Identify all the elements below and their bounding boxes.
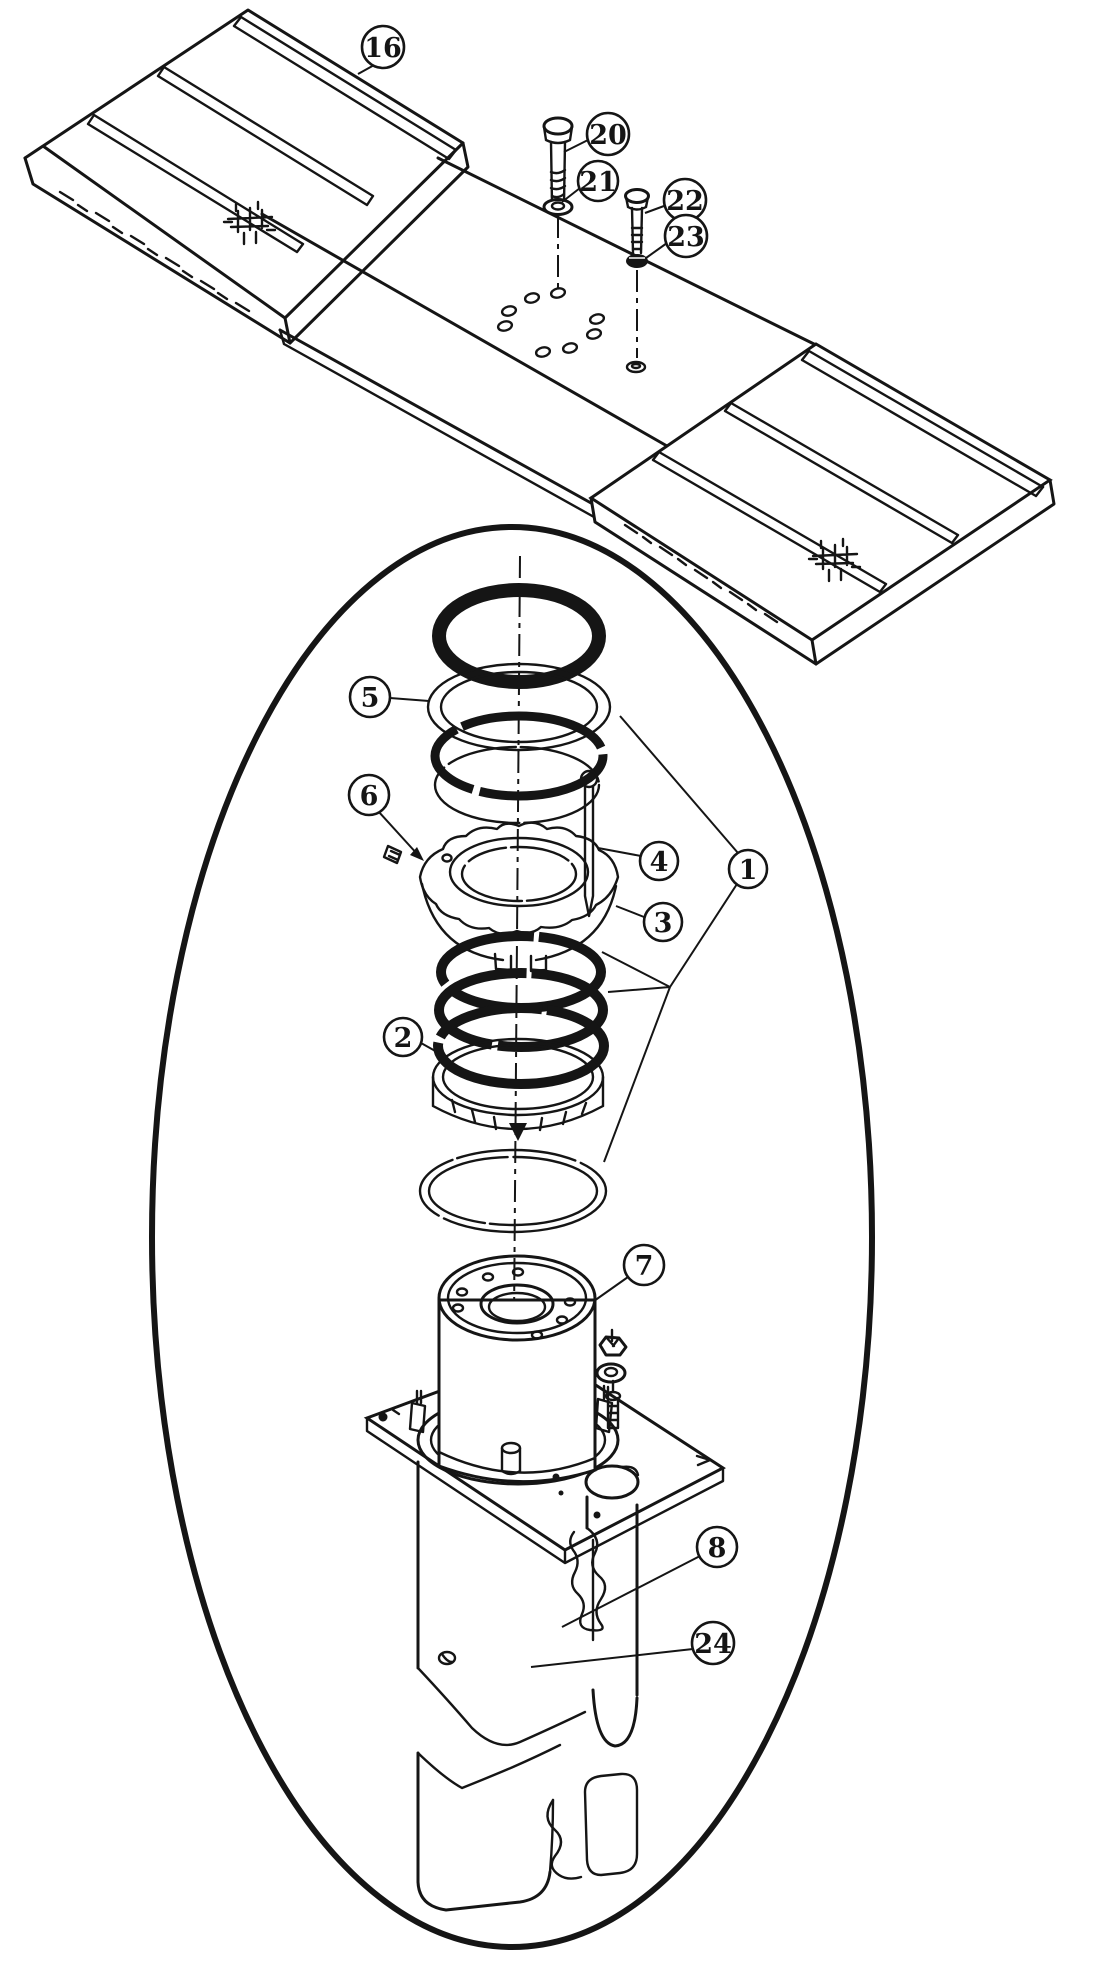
svg-text:21: 21 [579, 167, 617, 198]
bolt-hole-pattern [496, 287, 606, 358]
gland-collar-3 [418, 821, 620, 973]
svg-text:20: 20 [589, 120, 627, 151]
seal-ring-upper [430, 711, 608, 801]
plate-hole [552, 1464, 640, 1519]
callout-3: 3 [642, 901, 684, 943]
rod-4 [579, 769, 599, 918]
svg-text:23: 23 [667, 222, 705, 253]
assembly-centerline [512, 555, 521, 1447]
svg-text:4: 4 [650, 847, 669, 878]
hatch-marks-lower [807, 537, 862, 583]
cylinder-7 [437, 1254, 597, 1476]
callout-21: 21 [576, 159, 620, 203]
carriage-bolt-20 [542, 116, 574, 206]
oring-top [432, 583, 606, 689]
outer-tube-24 [416, 1460, 607, 1912]
svg-text:5: 5 [361, 683, 380, 714]
callout-24: 24 [690, 1620, 736, 1666]
svg-text:6: 6 [360, 781, 379, 812]
seal-ring-bottom [418, 1148, 608, 1234]
svg-text:1: 1 [739, 855, 758, 886]
callout-16: 16 [360, 24, 406, 70]
svg-text:16: 16 [364, 33, 402, 64]
bleed-fittings [595, 1328, 628, 1430]
callout-1: 1 [727, 848, 769, 890]
bolt-22 [624, 188, 650, 255]
cylinder-assembly [363, 555, 726, 1912]
backup-ring [433, 745, 601, 825]
svg-text:2: 2 [394, 1023, 413, 1054]
edge-texture [58, 190, 251, 313]
callout-7: 7 [622, 1243, 666, 1287]
svg-text:8: 8 [708, 1533, 727, 1564]
callout-2: 2 [382, 1016, 424, 1058]
crossbeam [260, 156, 818, 519]
callout-23: 23 [663, 213, 709, 259]
ramp-platform-lower [588, 342, 1056, 666]
washer-21 [542, 198, 574, 216]
ramp-platform-upper [23, 8, 470, 345]
set-screw-6 [382, 844, 403, 865]
svg-text:3: 3 [654, 908, 673, 939]
svg-text:24: 24 [694, 1629, 732, 1660]
callout-5: 5 [348, 675, 392, 719]
callout-4: 4 [638, 840, 680, 882]
washer-on-beam [625, 360, 647, 374]
nut-23 [626, 254, 648, 268]
svg-text:7: 7 [635, 1251, 654, 1282]
callout-8: 8 [695, 1525, 739, 1569]
piston-ring-2 [431, 1037, 605, 1141]
flange-bolt-holes [451, 1267, 577, 1340]
callout-20: 20 [585, 111, 631, 157]
seal-ring-stack [433, 931, 609, 1089]
callout-6: 6 [347, 773, 391, 817]
retaining-ring-5 [426, 662, 612, 752]
svg-text:22: 22 [666, 186, 704, 217]
detail-ellipse [149, 524, 875, 1950]
hatch-marks-upper [222, 200, 277, 246]
edge-texture [623, 523, 779, 624]
